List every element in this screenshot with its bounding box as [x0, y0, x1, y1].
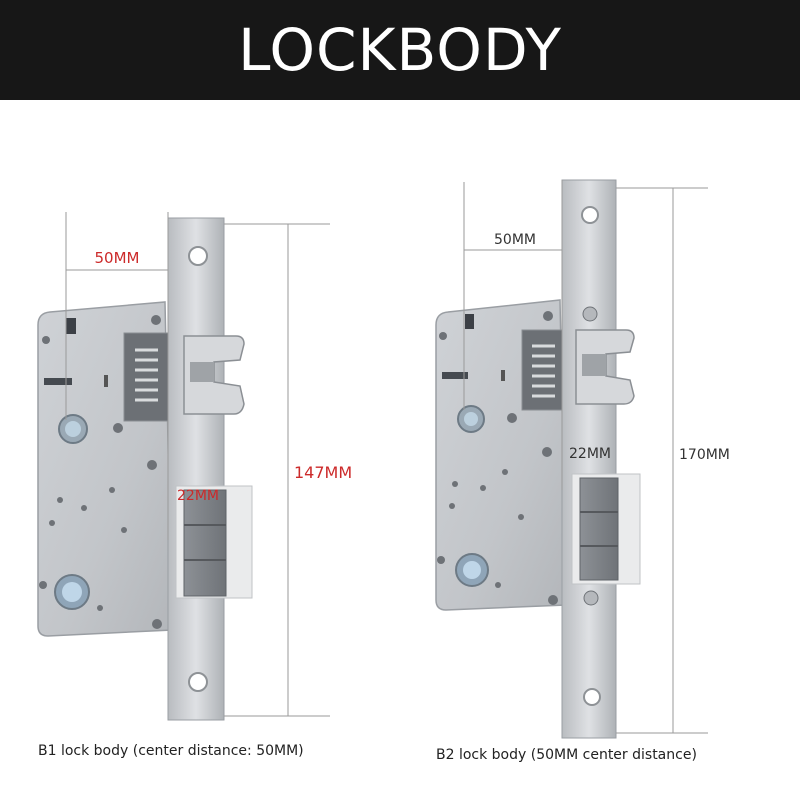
b2-cylinder-inner: [463, 561, 481, 579]
b2-faceplate-hole-top: [581, 206, 599, 224]
b2-spring: [532, 344, 555, 398]
b2-dimension-lines: [463, 180, 708, 734]
b1-slot: [44, 378, 72, 385]
b2-screw-top: [582, 306, 598, 322]
title-banner: LOCKBODY: [0, 0, 800, 100]
b1-latch-window: [123, 332, 169, 422]
b1-deadbolt: [183, 489, 227, 597]
b2-slot: [442, 372, 468, 379]
b1-dimension-lines: [65, 212, 330, 717]
b2-screw-bottom: [583, 590, 599, 606]
b1-cylinder-inner: [62, 582, 82, 602]
b1-slot-top: [66, 318, 76, 334]
lock-b2: 50MM 22MM 170MM: [435, 179, 730, 739]
lock-b1: 50MM 22MM 147MM: [37, 212, 352, 721]
b1-center-distance-label: 50MM: [95, 249, 140, 267]
b2-slot-top: [465, 314, 474, 329]
b1-height-label: 147MM: [294, 463, 352, 482]
b1-small-slot: [104, 375, 108, 387]
b2-caption: B2 lock body (50MM center distance): [436, 747, 697, 763]
b2-rivets: [437, 311, 558, 605]
b1-spindle-inner: [65, 421, 81, 437]
b1-latch-shadow: [190, 362, 214, 382]
b1-faceplate: [167, 217, 225, 721]
b1-faceplate-hole-top: [188, 246, 208, 266]
b2-latch-shadow: [582, 354, 606, 376]
b2-deadbolt: [579, 477, 619, 581]
b1-latch-offset-label: 22MM: [177, 488, 219, 504]
b1-rivets: [39, 315, 162, 629]
b2-latch-offset-label: 22MM: [569, 446, 611, 462]
b2-center-distance-label: 50MM: [494, 232, 536, 248]
b2-faceplate-hole-bottom: [583, 688, 601, 706]
b2-faceplate: [561, 179, 617, 739]
b1-spring: [135, 348, 158, 402]
b1-caption: B1 lock body (center distance: 50MM): [38, 743, 304, 759]
b2-spindle-inner: [464, 412, 478, 426]
b2-height-label: 170MM: [679, 447, 730, 463]
b2-latch-window: [521, 329, 565, 411]
b1-faceplate-hole-bottom: [188, 672, 208, 692]
b2-small-slot: [501, 370, 505, 381]
page-title: LOCKBODY: [238, 16, 562, 84]
